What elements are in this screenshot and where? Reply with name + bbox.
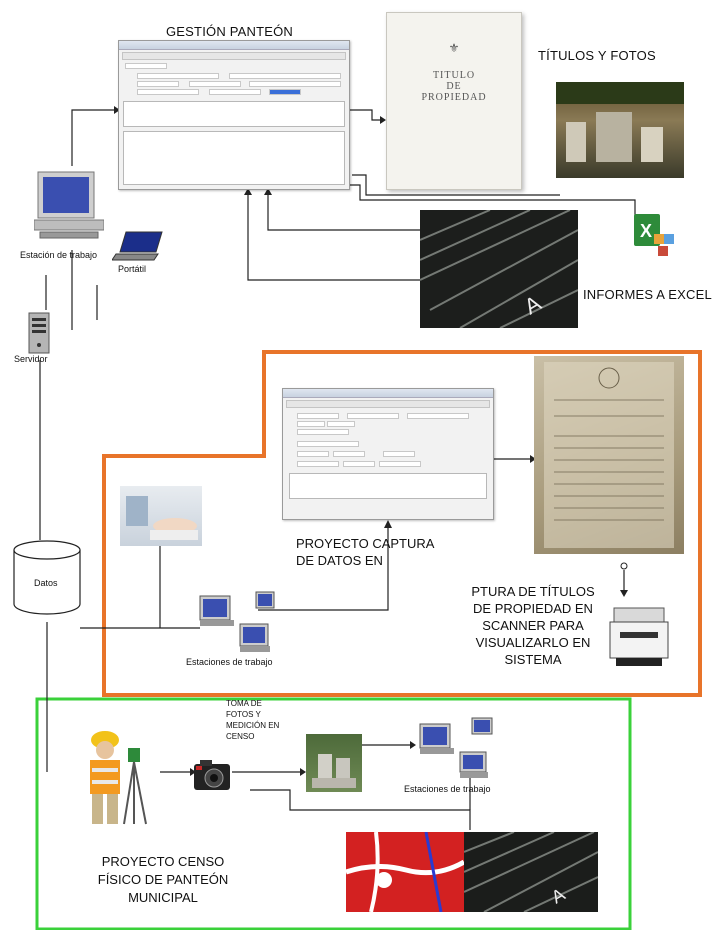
server-icon: [28, 312, 50, 354]
proyecto-captura-line2: DE DATOS EN: [296, 553, 383, 568]
estaciones-trabajo-label-2: Estaciones de trabajo: [404, 784, 491, 794]
surveyor-icon: [70, 720, 160, 830]
estacion-trabajo-label: Estación de trabajo: [20, 250, 98, 260]
portatil-label: Portátil: [118, 264, 147, 274]
captura-form-window: [282, 388, 494, 520]
scanned-title-photo: [534, 356, 684, 554]
proyecto-censo-line1: PROYECTO CENSO: [101, 854, 225, 869]
toma-fotos-line2: FOTOS Y: [226, 710, 261, 719]
office-photo: [120, 486, 202, 546]
svg-text:X: X: [640, 221, 652, 241]
captura-titulos-line3: SCANNER PARA: [482, 618, 584, 633]
doc-line-2: DE: [446, 81, 462, 92]
workstations-cluster-2: [416, 716, 500, 780]
servidor-label: Servidor: [14, 354, 48, 364]
laptop-icon: [111, 230, 166, 262]
captura-titulos-line2: DE PROPIEDAD EN: [473, 601, 593, 616]
captura-titulos-line1: PTURA DE TÍTULOS: [471, 584, 595, 599]
excel-icon: X: [628, 210, 676, 258]
titulos-fotos-label: TÍTULOS Y FOTOS: [538, 48, 656, 63]
form2-tabs: [286, 400, 490, 408]
form2-titlebar: [283, 389, 493, 398]
proyecto-captura-line1: PROYECTO CAPTURA: [296, 536, 435, 551]
aerial-photo-top: A: [420, 210, 578, 328]
gestion-form-window: [118, 40, 350, 190]
cemetery-photo: [556, 82, 684, 178]
captura-titulos-line5: SISTEMA: [504, 652, 562, 667]
aerial-photo-bottom: A: [464, 832, 598, 912]
toma-fotos-line1: TOMA DE: [226, 699, 262, 708]
workstation-icon: [33, 168, 105, 248]
svg-text:A: A: [520, 290, 545, 319]
toma-fotos-line3: MEDICIÓN EN: [226, 721, 280, 730]
titulo-propiedad-doc: ⚜ TITULO DE PROPIEDAD: [386, 12, 522, 190]
form-tabs: [122, 52, 346, 60]
doc-emblem: ⚜: [448, 41, 460, 55]
doc-line-1: TITULO: [432, 70, 476, 81]
toma-fotos-line4: CENSO: [226, 732, 255, 741]
estaciones-trabajo-label-1: Estaciones de trabajo: [186, 657, 273, 667]
form-titlebar: [119, 41, 349, 50]
proyecto-censo-line2: FÍSICO DE PANTEÓN: [97, 872, 229, 887]
captura-titulos-line4: VISUALIZARLO EN: [475, 635, 591, 650]
green-frame: [35, 697, 632, 930]
tomb-photo: [306, 734, 362, 792]
doc-line-3: PROPIEDAD: [421, 92, 487, 103]
database-icon: [12, 540, 82, 616]
proyecto-censo-line3: MUNICIPAL: [128, 890, 198, 905]
camera-icon: [192, 756, 232, 796]
map-image: [346, 832, 464, 912]
gestion-title: GESTIÓN PANTEÓN: [166, 24, 293, 39]
workstations-cluster-1: [198, 590, 288, 654]
informes-excel-label: INFORMES A EXCEL: [583, 287, 712, 302]
svg-text:A: A: [548, 884, 568, 907]
scanner-icon: [608, 598, 670, 670]
orange-frame: [102, 350, 702, 697]
datos-label: Datos: [34, 578, 58, 588]
